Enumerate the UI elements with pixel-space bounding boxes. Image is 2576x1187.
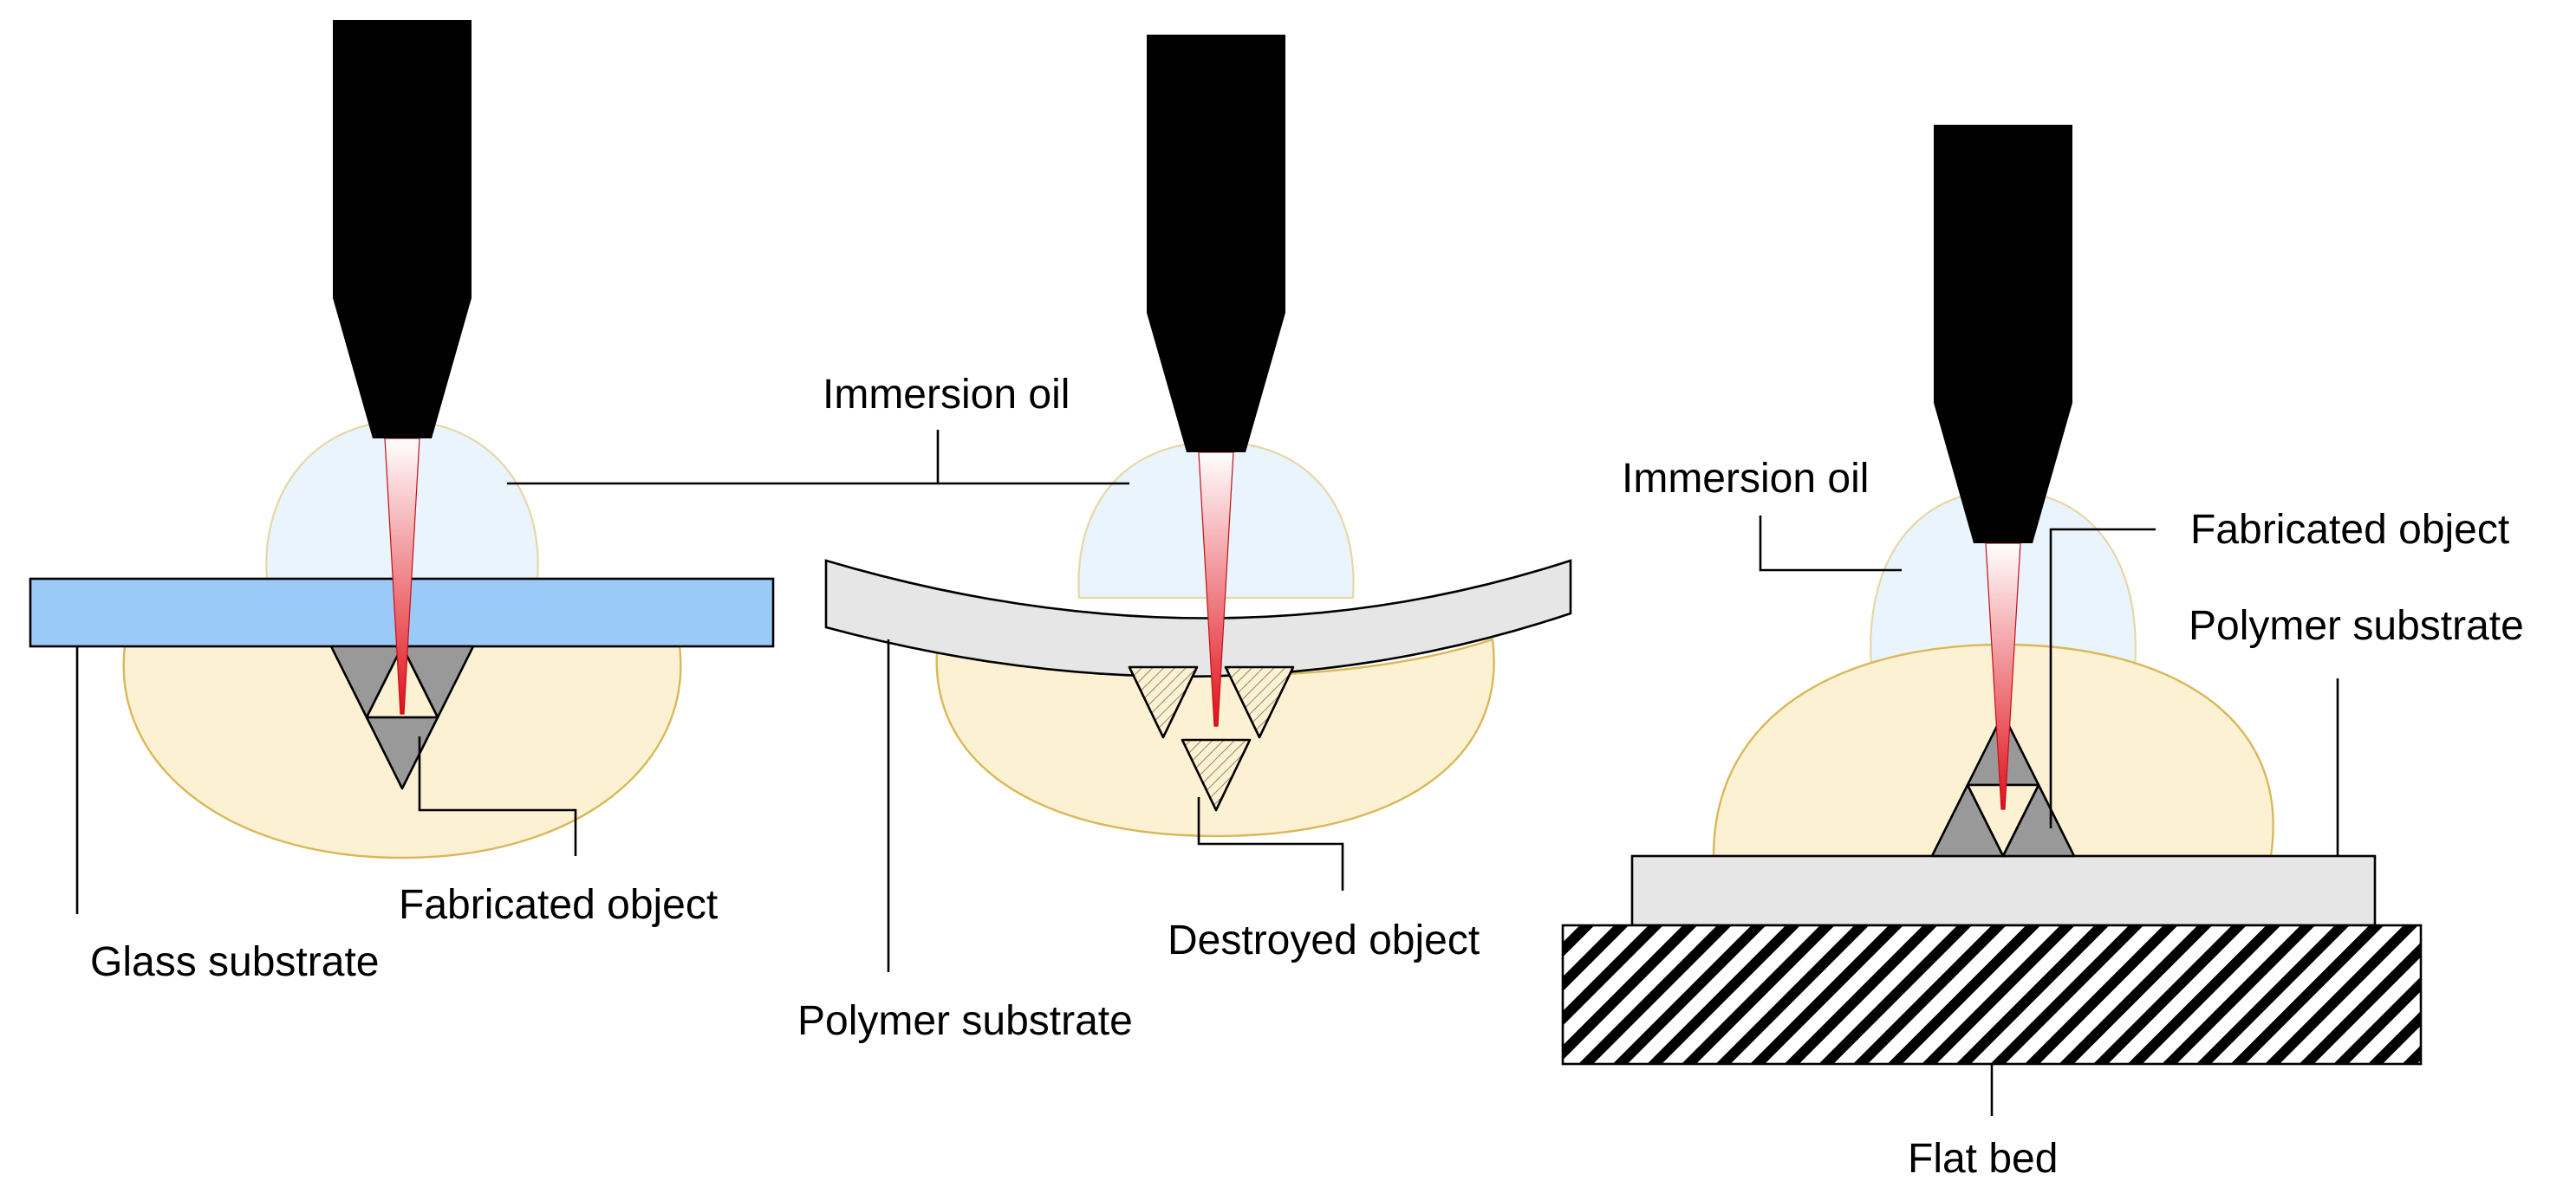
panel-polymer-substrate-bent: [824, 35, 1572, 838]
objective-lens-right: [1934, 125, 2072, 543]
label-glass-substrate: Glass substrate: [90, 939, 379, 985]
objective-lens-middle: [1147, 35, 1285, 452]
leader-lines: [75, 430, 2339, 1116]
objective-lens-left: [333, 20, 472, 438]
label-immersion-oil-shared: Immersion oil: [823, 372, 1070, 418]
label-destroyed-object: Destroyed object: [1168, 918, 1480, 963]
leader-destroyed-object: [1197, 797, 1344, 891]
destroyed-object: [1128, 665, 1295, 812]
leader-fabricated-object-right: [2049, 528, 2156, 828]
label-immersion-oil-right: Immersion oil: [1622, 456, 1869, 502]
label-flat-bed: Flat bed: [1908, 1136, 2058, 1182]
leader-fabricated-object-left: [418, 736, 577, 856]
panel-glass-substrate: [29, 20, 775, 859]
object-segment: [1930, 783, 2005, 858]
object-segment: [1128, 665, 1199, 739]
object-segment: [1224, 665, 1295, 739]
panel-polymer-substrate-flat-bed: [1561, 125, 2423, 1066]
label-fabricated-object-right: Fabricated object: [2190, 507, 2509, 553]
label-fabricated-object-left: Fabricated object: [399, 882, 718, 928]
label-polymer-substrate-right: Polymer substrate: [2189, 603, 2524, 649]
leader-immersion-oil-right: [1759, 516, 1902, 572]
object-segment: [2001, 783, 2076, 858]
labels: Immersion oil Glass substrate Fabricated…: [90, 372, 2524, 1182]
label-polymer-substrate-middle: Polymer substrate: [797, 998, 1133, 1044]
flat-bed: [1561, 924, 2423, 1066]
polymer-substrate-flat: [1630, 854, 2377, 927]
polymer-substrate-bent: [824, 559, 1572, 678]
object-segment: [1181, 738, 1252, 812]
